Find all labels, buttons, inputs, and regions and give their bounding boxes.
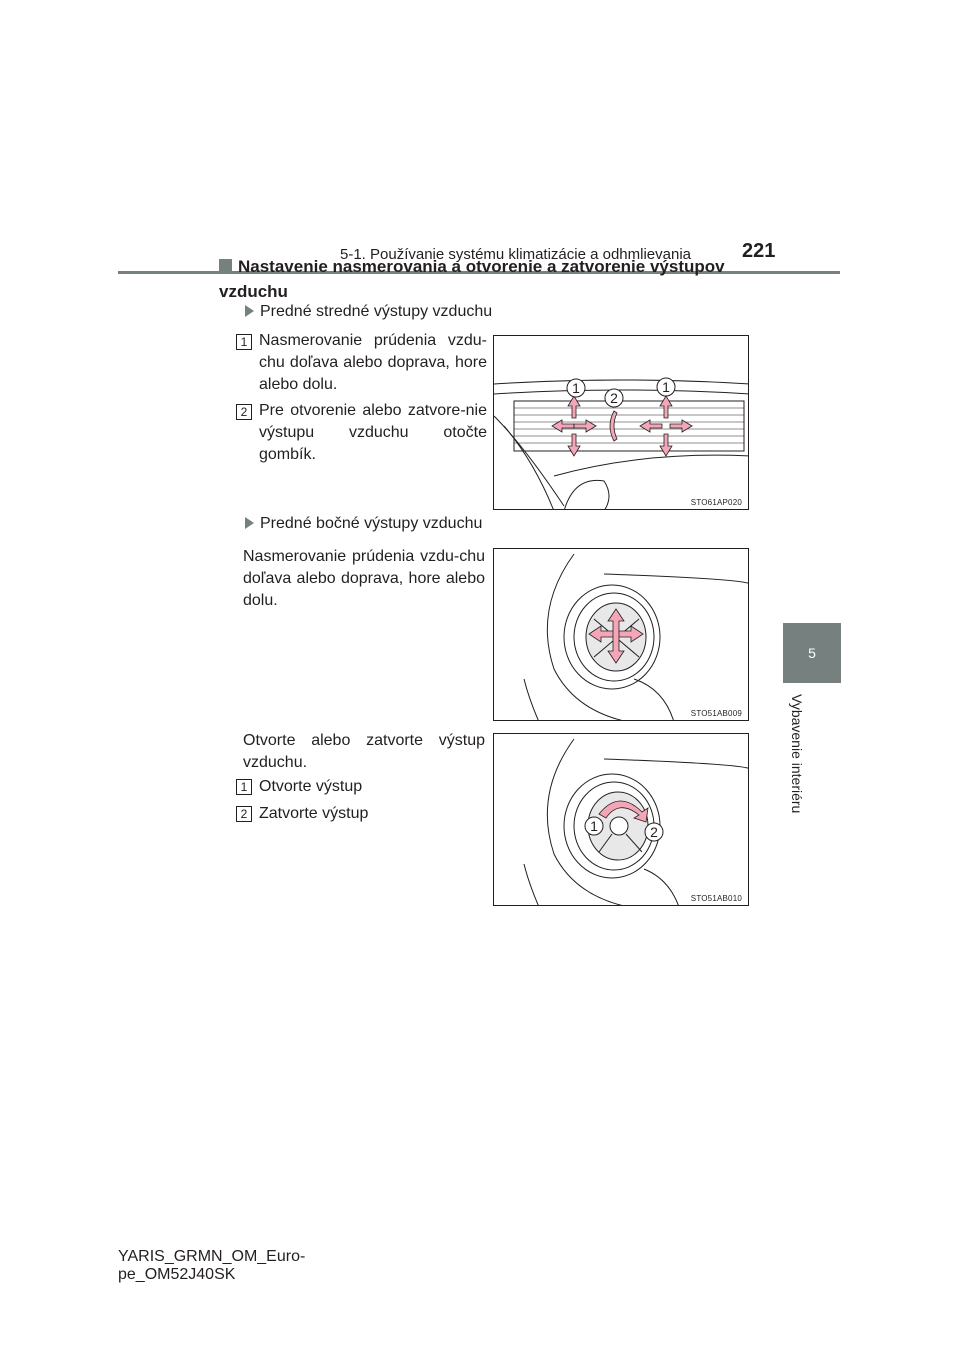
figure-label-3: 1 bbox=[662, 379, 670, 395]
step-number-close: 2 bbox=[236, 806, 252, 822]
subheading-side-vents: Predné bočné výstupy vzduchu bbox=[245, 515, 482, 533]
triangle-bullet-icon bbox=[245, 305, 254, 317]
step-text-close: Zatvorte výstup bbox=[259, 805, 369, 822]
step-text-2: Pre otvorenie alebo zatvore-nie výstupu … bbox=[259, 402, 487, 463]
square-bullet-icon bbox=[219, 259, 232, 272]
figure-label-2: 2 bbox=[610, 390, 618, 406]
step-number-open: 1 bbox=[236, 779, 252, 795]
figure-code: STO61AP020 bbox=[690, 498, 742, 507]
side-vent-direction-illustration bbox=[523, 553, 748, 720]
page-number: 221 bbox=[742, 240, 776, 262]
step-text-open: Otvorte výstup bbox=[259, 778, 363, 795]
section-title: 5-1. Používanie systému klimatizácie a o… bbox=[340, 246, 691, 263]
chapter-number: 5 bbox=[808, 645, 816, 661]
footer-doc-id: YARIS_GRMN_OM_Euro- pe_OM52J40SK bbox=[118, 1248, 305, 1284]
side-vents-text: Nasmerovanie prúdenia vzdu-chu doľava al… bbox=[243, 548, 485, 609]
center-vent-illustration: 1 2 1 bbox=[494, 377, 748, 509]
header-divider bbox=[118, 271, 840, 274]
triangle-bullet-icon bbox=[245, 517, 254, 529]
step-number-2: 2 bbox=[236, 404, 252, 420]
section-heading: Nastavenie nasmerovania a otvorenie a za… bbox=[219, 254, 747, 304]
open-close-text: Otvorte alebo zatvorte výstup vzduchu. bbox=[243, 732, 485, 771]
footer-line-1: YARIS_GRMN_OM_Euro- bbox=[118, 1248, 306, 1265]
heading-text: Nastavenie nasmerovania a otvorenie a za… bbox=[219, 257, 725, 301]
side-vent-dial-illustration: 1 2 bbox=[523, 738, 748, 905]
figure-code: STO51AB009 bbox=[690, 709, 742, 718]
figure-label-open: 1 bbox=[590, 818, 598, 834]
step-number-1: 1 bbox=[236, 334, 252, 350]
figure-label-1: 1 bbox=[572, 380, 580, 396]
chapter-tab: 5 bbox=[783, 623, 841, 683]
figure-side-vent-open-close: 1 2 STO51AB010 bbox=[493, 733, 749, 906]
figure-center-vents: 1 2 1 STO61AP020 bbox=[493, 335, 749, 510]
footer-line-2: pe_OM52J40SK bbox=[118, 1266, 236, 1283]
figure-label-close: 2 bbox=[650, 824, 658, 840]
chapter-title: Vybavenie interiéru bbox=[789, 694, 805, 814]
figure-side-vent-direction: STO51AB009 bbox=[493, 548, 749, 721]
subheading-center-vents: Predné stredné výstupy vzduchu bbox=[245, 303, 492, 321]
step-text-1: Nasmerovanie prúdenia vzdu-chu doľava al… bbox=[259, 332, 487, 393]
figure-code: STO51AB010 bbox=[690, 894, 742, 903]
